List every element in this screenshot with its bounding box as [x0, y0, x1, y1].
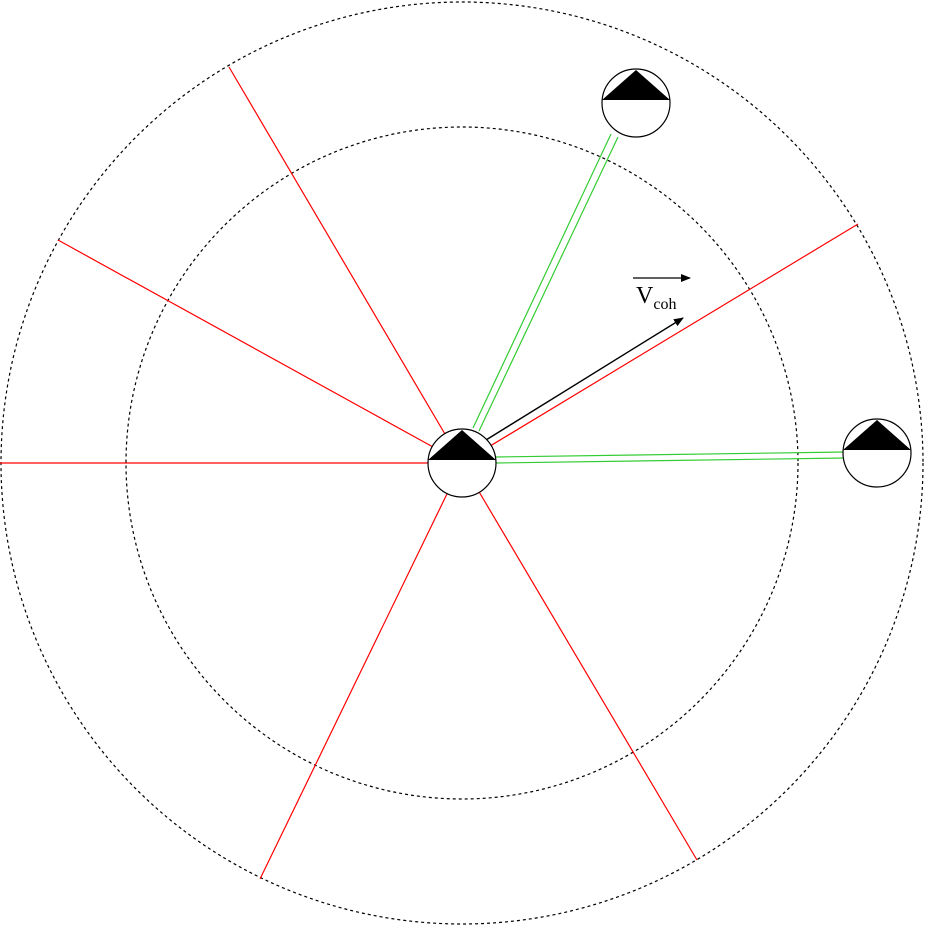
- vector-label-main: V: [636, 283, 654, 309]
- agent-icon: [427, 428, 497, 498]
- vector-label: Vcoh: [633, 274, 691, 313]
- inner-ring: [125, 126, 799, 800]
- sector-line: [461, 223, 859, 464]
- agent-icon: [601, 68, 671, 138]
- neighbor-link: [472, 133, 612, 429]
- sector-lines: [0, 66, 859, 880]
- agent-icon: [842, 418, 912, 488]
- vector-label-subscript: coh: [653, 296, 676, 313]
- neighbor-link: [494, 457, 846, 464]
- sector-line: [57, 239, 463, 464]
- neighbor-links: [472, 133, 846, 464]
- svg-text:Vcoh: Vcoh: [636, 283, 676, 313]
- sector-line: [259, 462, 463, 880]
- sector-line: [461, 462, 698, 861]
- neighbor-link: [494, 451, 846, 458]
- neighbor-link: [478, 136, 619, 432]
- sector-line: [228, 66, 463, 464]
- cohesion-vector-arrow: [485, 317, 684, 441]
